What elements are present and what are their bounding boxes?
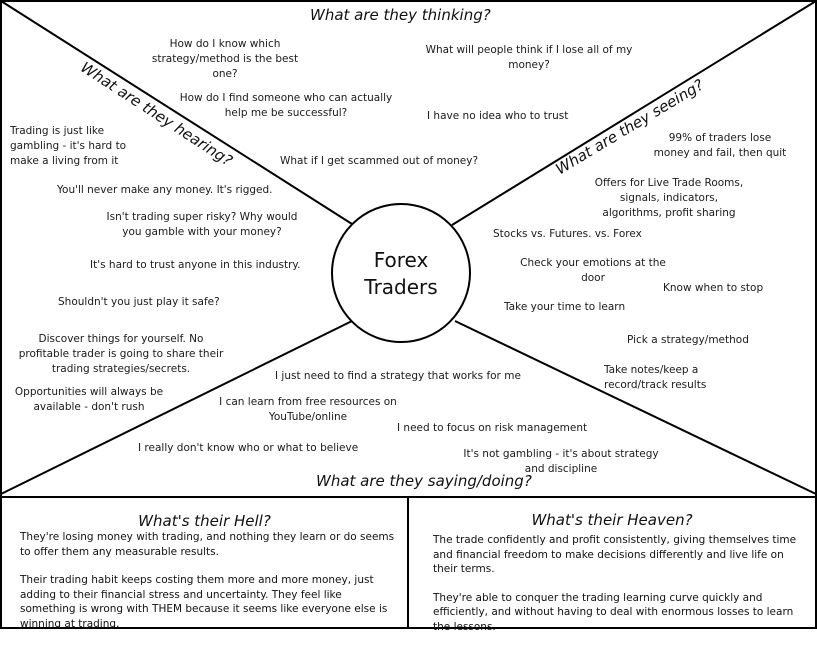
center-line-1: Forex bbox=[373, 248, 429, 272]
saying-note: I really don't know who or what to belie… bbox=[138, 442, 359, 454]
hell-title: What's their Hell? bbox=[138, 512, 271, 530]
diagonal-line bbox=[454, 320, 817, 495]
hearing-note: Opportunities will always be available -… bbox=[14, 386, 164, 413]
hearing-note: Shouldn't you just play it safe? bbox=[58, 296, 220, 308]
seeing-note: Stocks vs. Futures. vs. Forex bbox=[493, 228, 642, 240]
thinking-note: How do I find someone who can actually h… bbox=[179, 92, 393, 119]
seeing-note: Offers for Live Trade Rooms, signals, in… bbox=[594, 177, 744, 219]
diagonal-line bbox=[0, 0, 353, 225]
hearing-note: Discover things for yourself. No profita… bbox=[18, 333, 224, 375]
saying-note: I can learn from free resources on YouTu… bbox=[219, 396, 397, 423]
hell-text: They're losing money with trading, and n… bbox=[20, 530, 395, 645]
hell-paragraph: Their trading habit keeps costing them m… bbox=[20, 574, 388, 630]
seeing-note: Know when to stop bbox=[663, 282, 764, 294]
empathy-map-frame bbox=[0, 0, 817, 629]
saying-note: I just need to find a strategy that work… bbox=[275, 370, 521, 382]
thinking-header: What are they thinking? bbox=[310, 6, 491, 24]
center-circle bbox=[331, 203, 471, 343]
thinking-note: What will people think if I lose all of … bbox=[425, 44, 633, 71]
hearing-note: Trading is just like gambling - it's har… bbox=[10, 125, 127, 167]
thinking-note: I have no idea who to trust bbox=[427, 110, 569, 122]
seeing-note: Take your time to learn bbox=[504, 301, 626, 313]
heaven-paragraph: They're able to conquer the trading lear… bbox=[433, 591, 794, 633]
seeing-note: 99% of traders lose money and fail, then… bbox=[653, 132, 787, 159]
hearing-note: You'll never make any money. It's rigged… bbox=[57, 184, 273, 196]
center-line-2: Traders bbox=[364, 275, 438, 299]
heaven-text: The trade confidently and profit consist… bbox=[433, 533, 805, 648]
diagonal-line bbox=[451, 0, 817, 226]
seeing-note: Check your emotions at the door bbox=[520, 257, 666, 284]
thinking-note: What if I get scammed out of money? bbox=[280, 155, 479, 167]
hearing-note: Isn't trading super risky? Why would you… bbox=[106, 211, 298, 238]
center-label: Forex Traders bbox=[335, 247, 467, 301]
diagonal-line bbox=[0, 320, 353, 495]
heaven-paragraph: The trade confidently and profit consist… bbox=[433, 534, 797, 575]
saying-note: It's not gambling - it's about strategy … bbox=[463, 448, 659, 475]
hearing-note: It's hard to trust anyone in this indust… bbox=[90, 259, 301, 271]
heaven-title: What's their Heaven? bbox=[531, 511, 693, 529]
hell-paragraph: They're losing money with trading, and n… bbox=[20, 531, 395, 558]
seeing-note: Take notes/keep a record/track results bbox=[604, 364, 707, 391]
saying-header: What are they saying/doing? bbox=[316, 472, 532, 490]
seeing-note: Pick a strategy/method bbox=[627, 334, 749, 346]
saying-note: I need to focus on risk management bbox=[397, 422, 588, 434]
thinking-note: How do I know which strategy/method is t… bbox=[151, 38, 299, 80]
